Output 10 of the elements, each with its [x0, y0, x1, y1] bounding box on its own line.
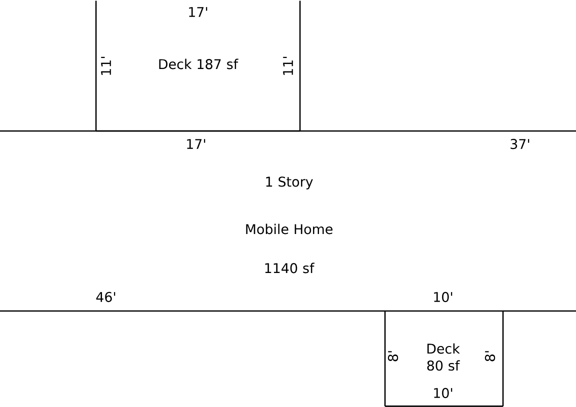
dimension-label: 10' [434, 292, 452, 302]
dimension-label: 11' [101, 56, 111, 75]
dimension-label: 8' [484, 351, 496, 362]
dimension-label: 46' [96, 292, 116, 302]
dimension-label: 8' [388, 351, 398, 362]
dimension-label: 10' [434, 388, 452, 398]
dimension-label: 11' [283, 56, 293, 75]
dimension-label: 37' [510, 138, 530, 150]
dimension-label: 17' [189, 7, 208, 17]
dimension-label: 17' [187, 139, 206, 149]
